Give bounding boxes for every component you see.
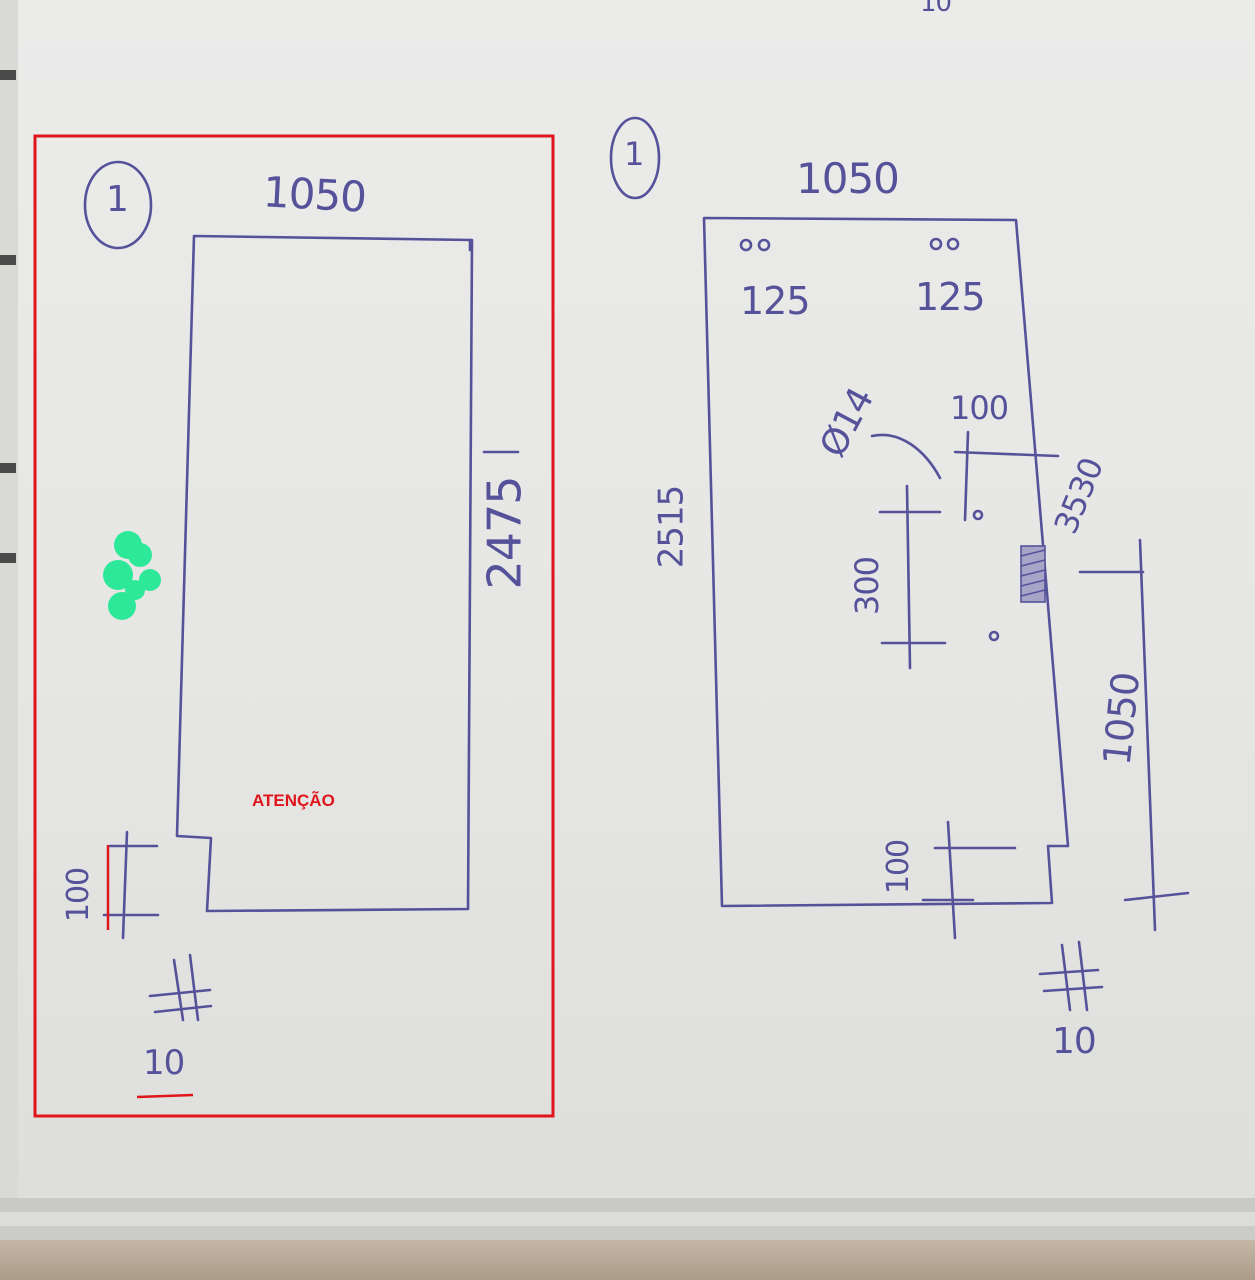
right-notch-dimension <box>921 820 1017 940</box>
lower-offset-dimension <box>1078 538 1190 932</box>
page-top-fragment: 10 <box>920 0 952 18</box>
hole <box>972 509 984 521</box>
left-notch-height-label: 100 <box>61 867 97 923</box>
right-width-label: 1050 <box>796 154 900 203</box>
binder-tab <box>0 463 16 473</box>
hole <box>988 630 1000 642</box>
left-width-label: 1050 <box>261 167 368 222</box>
highlight-mark <box>103 531 161 620</box>
right-lower-offset-label: 1050 <box>1094 670 1149 768</box>
hole <box>757 238 771 252</box>
hole-spacing-dimension <box>878 484 947 670</box>
right-edge-offset-label: 100 <box>950 389 1009 427</box>
hole <box>739 238 753 252</box>
left-panel-outline <box>175 234 474 913</box>
left-part-circle <box>83 160 153 250</box>
paper-edge <box>0 1198 1255 1212</box>
paper-sheet <box>18 0 1255 1198</box>
left-depth-dimension <box>148 953 213 1022</box>
right-hole-spacing-label: 300 <box>848 556 887 616</box>
right-part-number: 1 <box>624 135 644 173</box>
hinge-block <box>1020 545 1046 603</box>
edge-offset-dimension <box>953 430 1060 522</box>
binder-tab <box>0 553 16 563</box>
right-part-circle <box>609 116 661 200</box>
hole <box>929 237 943 251</box>
desk-surface <box>0 1240 1255 1280</box>
left-notch-dimension <box>102 830 160 940</box>
right-panel-outline <box>702 216 1070 908</box>
binder-tab <box>0 255 16 265</box>
right-hole-right-label: 125 <box>915 275 986 319</box>
attention-underline <box>136 1093 194 1099</box>
attention-label: ATENÇÃO <box>252 791 335 810</box>
right-notch-height-label: 100 <box>881 839 917 895</box>
right-depth-dimension <box>1038 940 1104 1012</box>
right-height-label: 2515 <box>651 485 692 569</box>
paper-edge-bottom <box>0 1226 1255 1240</box>
technical-sketch <box>33 116 1190 1118</box>
right-hole-left-label: 125 <box>740 279 811 323</box>
binder-tab <box>0 70 16 80</box>
paper-edge-lower <box>0 1212 1255 1226</box>
right-notch-depth-label: 10 <box>1052 1021 1097 1062</box>
left-part-number: 1 <box>106 179 129 220</box>
diameter-leader <box>870 433 942 480</box>
left-height-label: 2475 <box>477 476 532 590</box>
attention-frame <box>33 134 555 1118</box>
hole <box>946 237 960 251</box>
left-notch-depth-label: 10 <box>143 1043 185 1083</box>
